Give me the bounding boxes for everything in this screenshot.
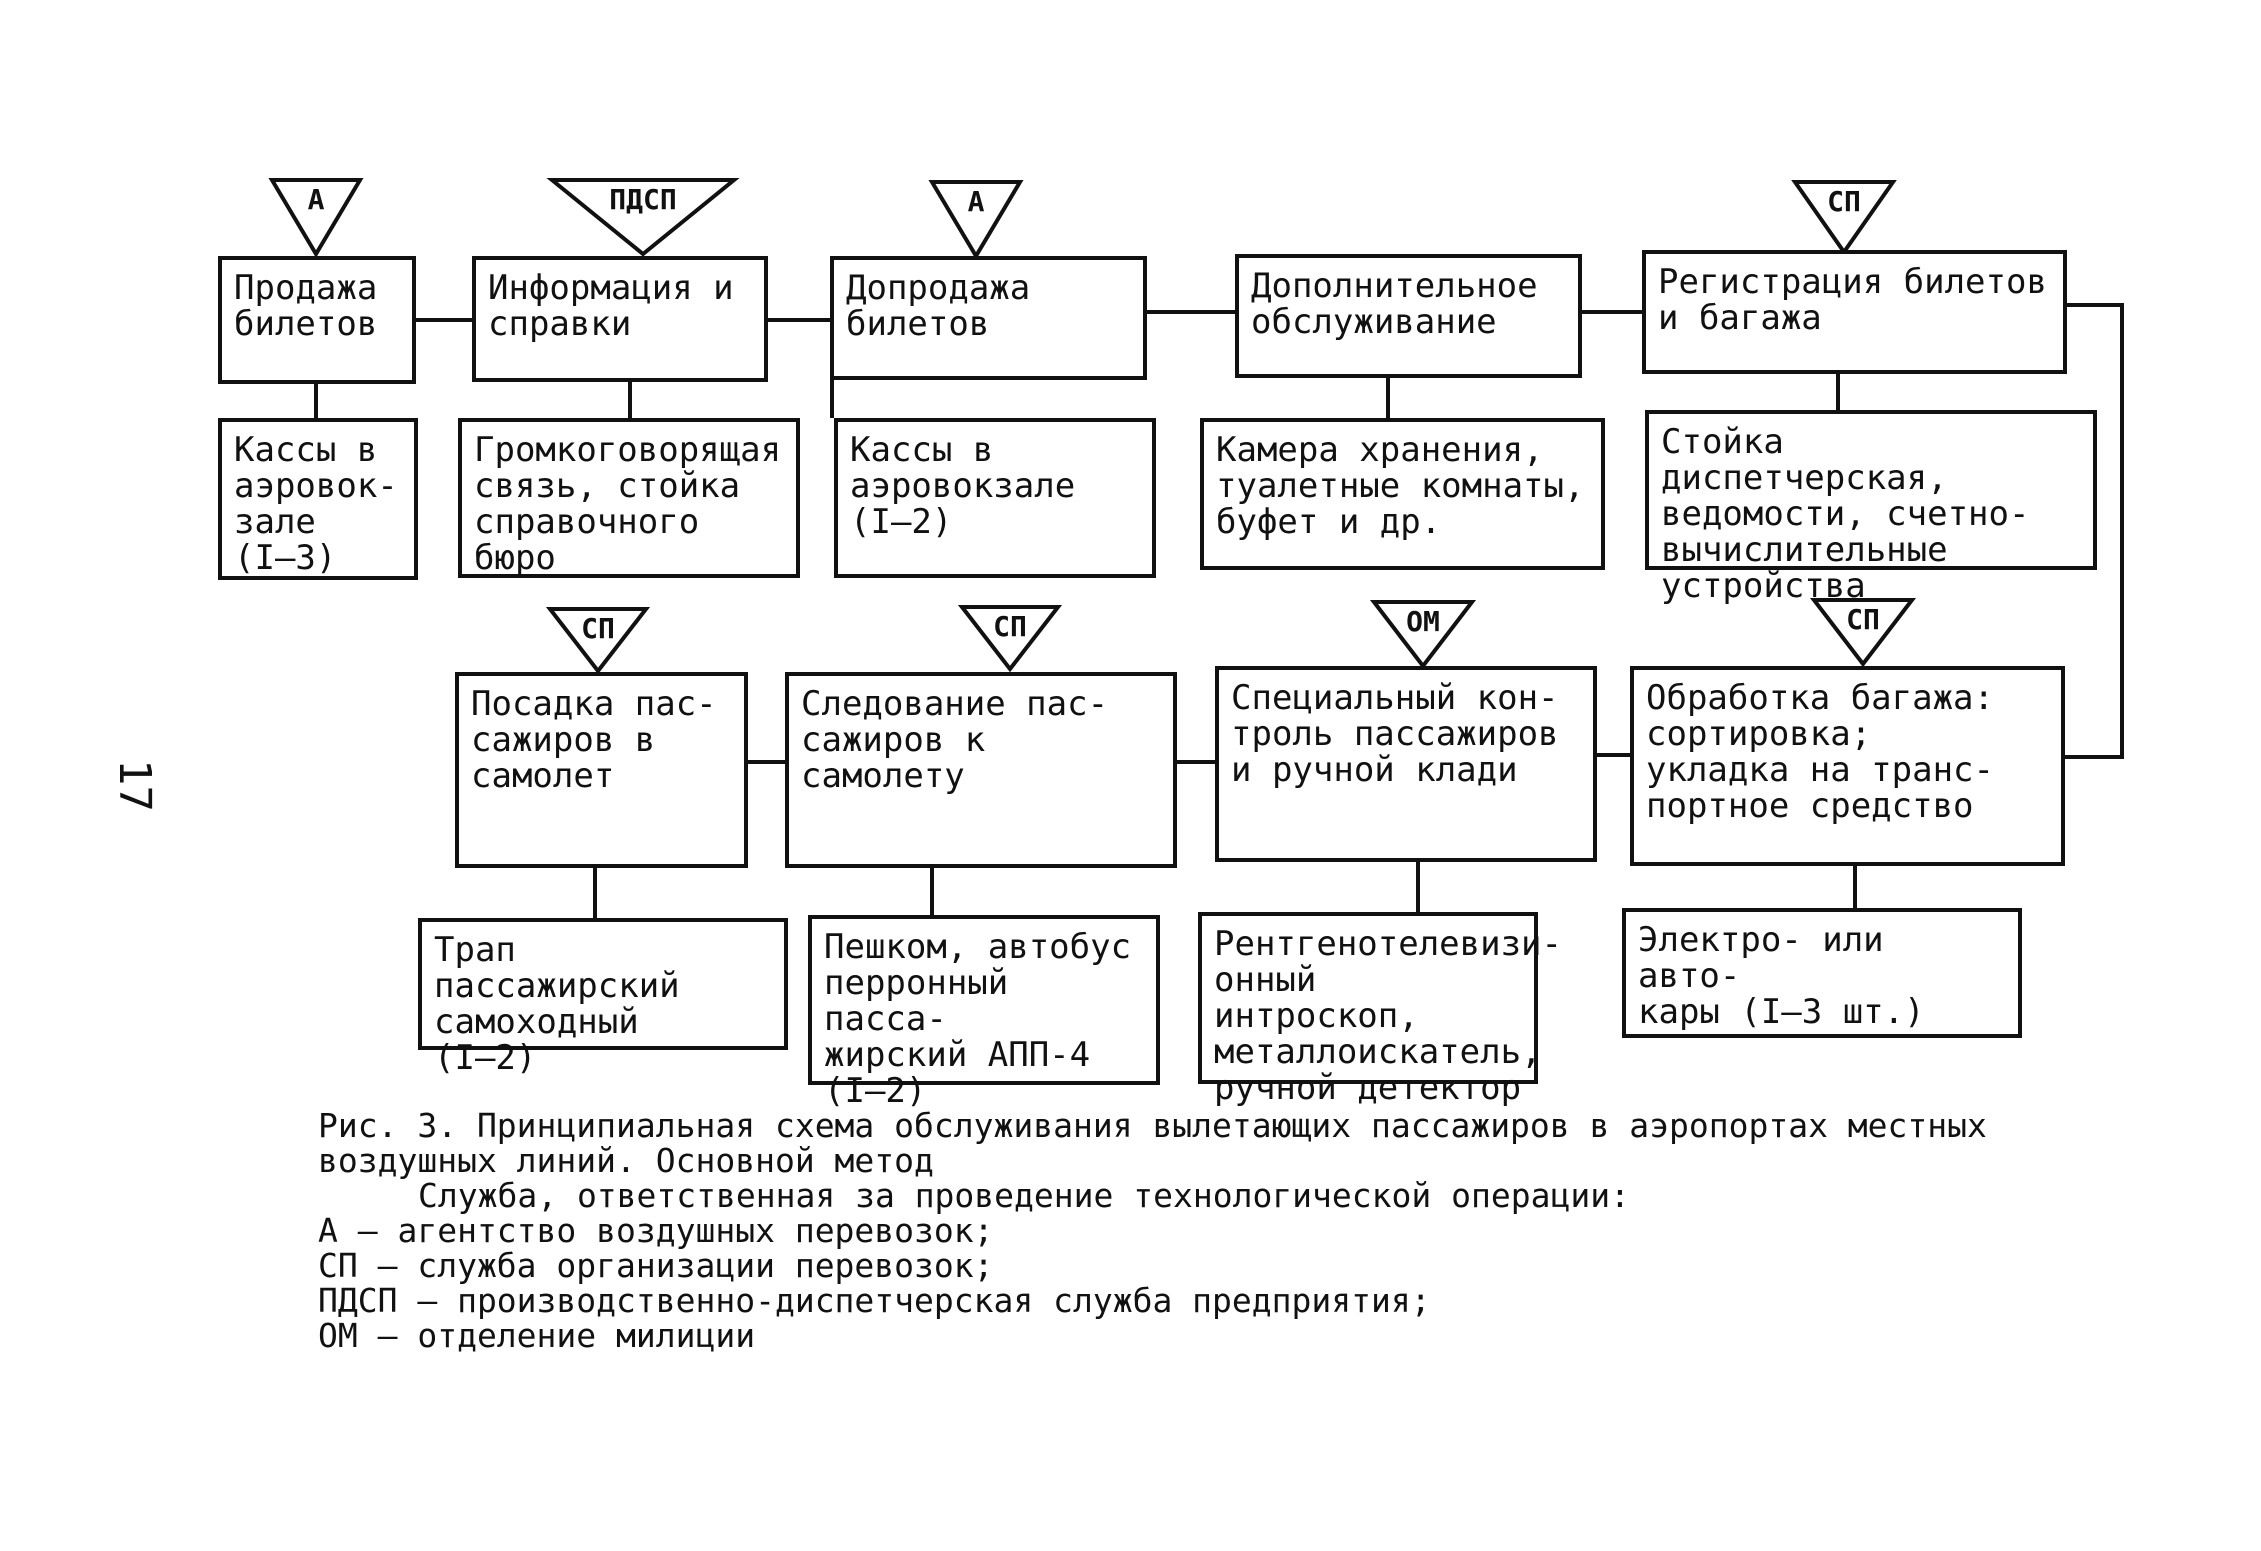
process-baggage-handling: Обработка багажа: сортировка; укладка на… <box>1630 666 2065 866</box>
service-badge: ОМ <box>1369 600 1477 670</box>
equipment-information: Громкоговорящая связь, стойка справочног… <box>458 418 800 578</box>
process-walk-to-aircraft: Следование пас- сажиров к самолету <box>785 672 1177 868</box>
equipment-walk-to-aircraft: Пешком, автобус перронный пасса- жирский… <box>808 915 1160 1109</box>
service-badge: А <box>928 180 1024 260</box>
equipment-additional-ticket-sale: Кассы в аэровокзале (I–2) <box>834 418 1156 578</box>
process-boarding: Посадка пас- сажиров в самолет <box>455 672 748 868</box>
equipment-boarding: Трап пассажирский самоходный (I–2) <box>418 918 788 1076</box>
figure-caption: Рис. 3. Принципиальная схема обслуживани… <box>318 1108 2098 1353</box>
caption-title-line-1: Рис. 3. Принципиальная схема обслуживани… <box>318 1106 1987 1145</box>
equipment-checkin: Стойка диспетчерская, ведомости, счетно-… <box>1645 410 2097 604</box>
service-badge: А <box>268 178 364 258</box>
process-ticket-sale: Продажа билетов <box>218 256 416 384</box>
legend-item: ОМ – отделение милиции <box>318 1316 756 1355</box>
legend-item: ПДСП – производственно-диспетчерская слу… <box>318 1281 1431 1320</box>
equipment-ticket-sale: Кассы в аэровок- зале (I–3) <box>218 418 418 580</box>
page-number: 17 <box>108 759 160 812</box>
equipment-baggage-handling: Электро- или авто- кары (I–3 шт.) <box>1622 908 2022 1038</box>
process-additional-ticket-sale: Допродажа билетов <box>830 256 1147 380</box>
equipment-security-check: Рентгенотелевизи- онный интроскоп, метал… <box>1198 912 1562 1106</box>
service-badge: СП <box>545 607 651 675</box>
equipment-additional-service: Камера хранения, туалетные комнаты, буфе… <box>1200 418 1605 570</box>
legend-intro: Служба, ответственная за проведение техн… <box>418 1176 1630 1215</box>
process-additional-service: Дополнительное обслуживание <box>1235 254 1582 378</box>
process-checkin: Регистрация билетов и багажа <box>1642 250 2067 374</box>
service-badge: ПДСП <box>546 178 740 257</box>
caption-title-line-2: воздушных линий. Основной метод <box>318 1141 934 1180</box>
legend-item: СП – служба организации перевозок; <box>318 1246 994 1285</box>
service-badge: СП <box>1791 180 1897 256</box>
process-security-check: Специальный кон- троль пассажиров и ручн… <box>1215 666 1597 862</box>
legend-item: А – агентство воздушных перевозок; <box>318 1211 994 1250</box>
service-badge: СП <box>957 605 1063 673</box>
service-badge: СП <box>1809 598 1917 668</box>
process-information: Информация и справки <box>472 256 768 382</box>
